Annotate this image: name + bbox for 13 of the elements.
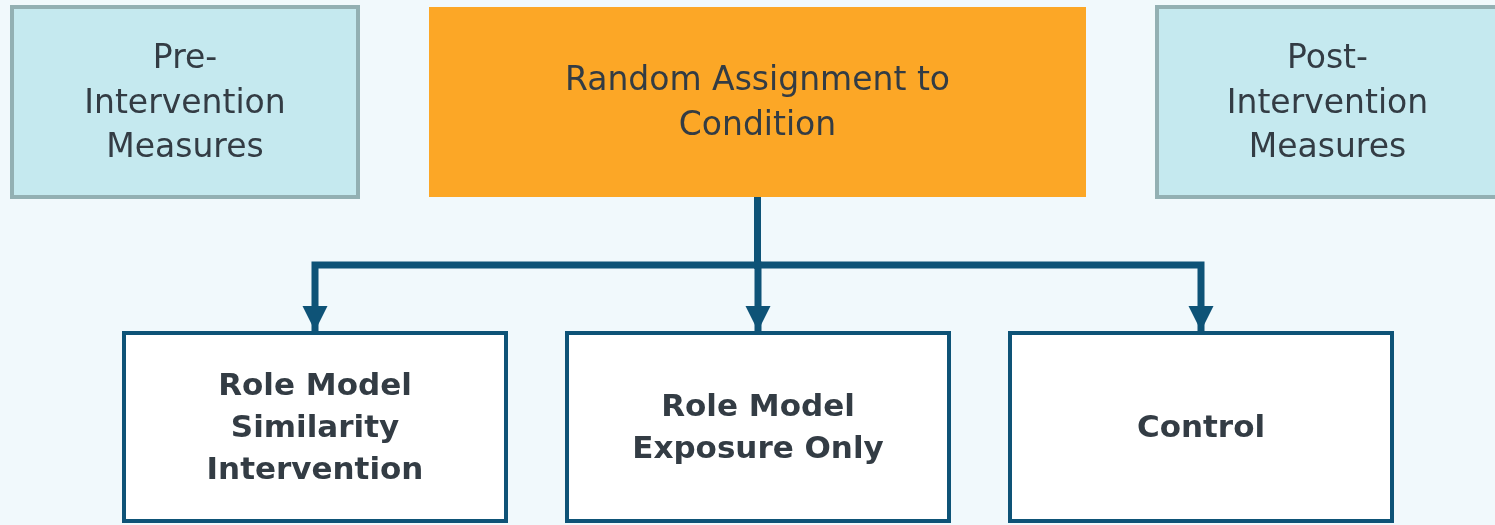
arrow	[754, 197, 1214, 331]
node-label: Post-Intervention Measures	[1225, 36, 1430, 168]
condition-box	[122, 331, 508, 523]
process-box	[429, 7, 1086, 197]
measure-box	[1155, 5, 1495, 199]
condition-box	[1008, 331, 1394, 523]
node-label: Role Model Similarity Intervention	[205, 365, 425, 488]
node-label: Pre-Intervention Measures	[83, 36, 287, 168]
node-label: Control	[1136, 407, 1266, 447]
node-label: Random Assignment to Condition	[564, 58, 951, 145]
condition-box	[565, 331, 951, 523]
node-label: Role Model Exposure Only	[631, 386, 885, 467]
measure-box	[10, 5, 360, 199]
